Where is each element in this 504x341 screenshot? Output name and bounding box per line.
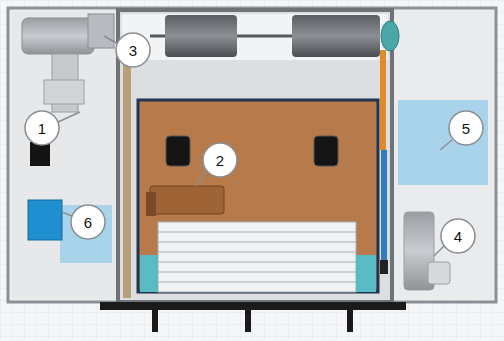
window bbox=[166, 136, 190, 166]
base-bar bbox=[100, 302, 406, 310]
louvers bbox=[158, 222, 356, 292]
callout-outline bbox=[25, 111, 59, 145]
callout-bubble: 3 bbox=[115, 32, 151, 68]
callout-bubble: 1 bbox=[24, 110, 60, 146]
motor bbox=[22, 18, 94, 54]
top-bay bbox=[122, 14, 388, 60]
post bbox=[123, 62, 131, 298]
window bbox=[314, 136, 338, 166]
callout-bubble: 6 bbox=[70, 204, 106, 240]
cylinder-cap bbox=[146, 192, 156, 216]
callout-bubble: 4 bbox=[440, 218, 476, 254]
callout-outline bbox=[71, 205, 105, 239]
roller bbox=[165, 15, 237, 57]
leader-lines bbox=[58, 36, 452, 256]
right-compartment bbox=[392, 11, 493, 299]
outer-frame bbox=[8, 8, 496, 302]
callout-number: 3 bbox=[129, 43, 137, 58]
callout-number: 1 bbox=[38, 121, 46, 136]
leg bbox=[245, 310, 251, 332]
cylinder bbox=[150, 186, 224, 214]
callout-number: 4 bbox=[454, 229, 462, 244]
callout-outline bbox=[449, 111, 483, 145]
callout-outline bbox=[203, 143, 237, 177]
left-compartment bbox=[11, 11, 118, 299]
pump-outlet bbox=[428, 262, 450, 284]
callout-number: 6 bbox=[84, 215, 92, 230]
callout-number: 5 bbox=[462, 121, 470, 136]
leg bbox=[347, 310, 353, 332]
motor-housing bbox=[88, 14, 114, 48]
cabinet bbox=[118, 10, 392, 302]
pipe-joint bbox=[44, 80, 84, 104]
callout-bubble: 5 bbox=[448, 110, 484, 146]
roller bbox=[292, 15, 380, 57]
board bbox=[138, 100, 378, 292]
latch bbox=[380, 260, 388, 274]
callout-outline bbox=[116, 33, 150, 67]
foot bbox=[356, 255, 376, 292]
foot bbox=[140, 255, 158, 292]
callout-outline bbox=[441, 219, 475, 253]
blue-panel bbox=[60, 205, 112, 263]
blue-panel bbox=[398, 100, 488, 185]
blue-box bbox=[28, 200, 62, 240]
callout-number: 2 bbox=[216, 153, 224, 168]
callout-bubble: 2 bbox=[202, 142, 238, 178]
leg bbox=[152, 310, 158, 332]
orange-strip bbox=[380, 50, 386, 150]
gear bbox=[381, 21, 399, 51]
blue-strip bbox=[381, 150, 387, 260]
